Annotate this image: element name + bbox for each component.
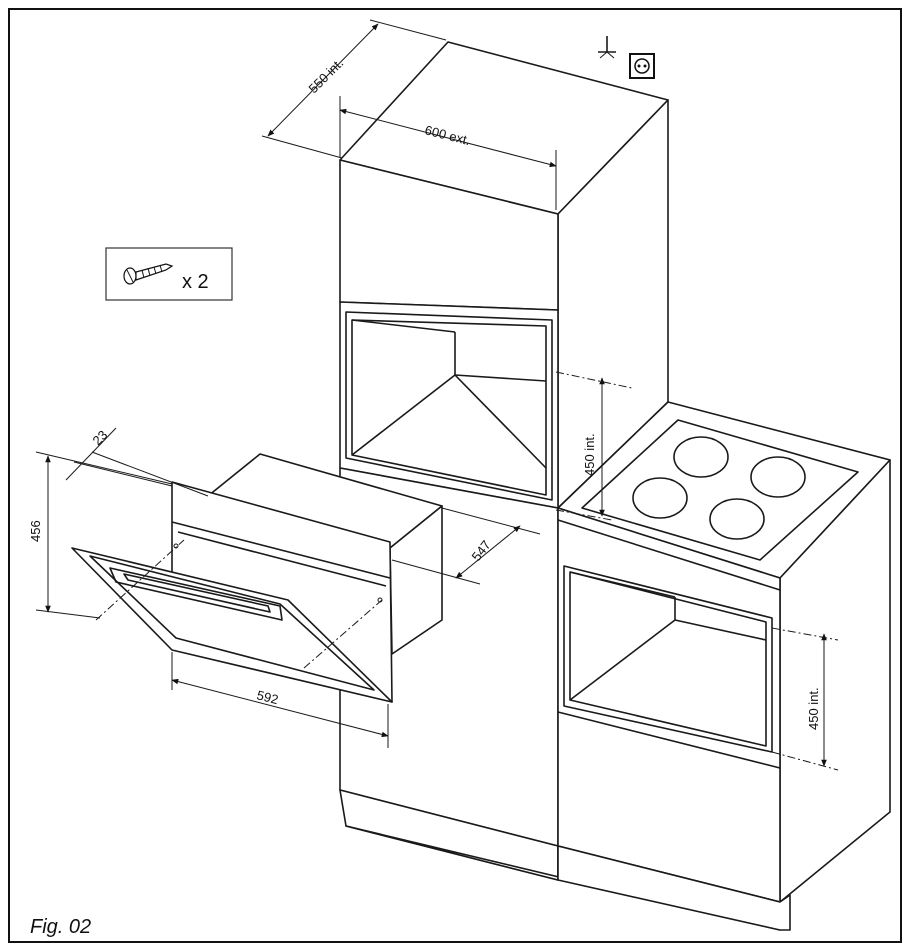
label-front-thickness: 23 xyxy=(90,427,111,448)
burner-back-left xyxy=(673,436,729,478)
dimension-upper-niche-height: 450 int. xyxy=(555,371,633,521)
hob xyxy=(632,436,806,540)
dimension-oven-width: 592 xyxy=(171,652,389,748)
burner-front-left xyxy=(632,477,688,519)
base-cabinet xyxy=(345,401,891,931)
label-oven-height: 456 xyxy=(28,520,43,542)
screw-box: x 2 xyxy=(105,247,233,301)
label-lower-niche-height: 450 int. xyxy=(806,687,821,730)
label-cabinet-depth: 550 int. xyxy=(306,55,347,96)
dimension-lower-niche-height: 450 int. xyxy=(771,627,839,771)
figure-caption: Fig. 02 xyxy=(30,916,91,938)
burner-back-right xyxy=(750,456,806,498)
burner-front-right xyxy=(709,498,765,540)
screw-icon xyxy=(123,263,174,285)
socket-icon xyxy=(629,53,655,79)
dimension-oven-height: 456 xyxy=(28,451,173,619)
label-oven-width: 592 xyxy=(255,687,280,707)
screw-quantity: x 2 xyxy=(182,271,209,293)
oven xyxy=(71,453,443,703)
earth-symbol xyxy=(598,36,616,59)
label-upper-niche-height: 450 int. xyxy=(582,433,597,476)
